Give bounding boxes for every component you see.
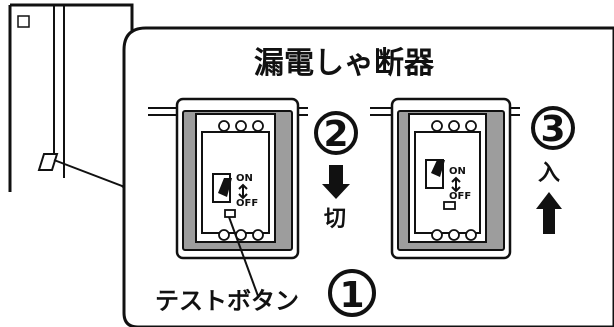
right-top-screw-1-icon (431, 120, 443, 132)
right-top-screw-3-icon (465, 120, 477, 132)
left-top-screw-1-icon (218, 120, 230, 132)
breaker-title: 漏電しゃ断器 (254, 46, 435, 81)
step-3-number: 3 (540, 109, 565, 150)
cabinet-top-edge (10, 3, 134, 32)
right-onoff-up-arrow-icon (451, 176, 461, 183)
step-2-marker (314, 111, 358, 155)
cabinet-outline (8, 3, 191, 251)
cabinet-small-square-icon (17, 15, 30, 28)
left-bottom-screw-3-icon (252, 229, 264, 241)
right-breaker-panel (414, 131, 481, 234)
left-top-screw-2-icon (235, 120, 247, 132)
step-2-number: 2 (323, 114, 348, 155)
right-top-screw-2-icon (448, 120, 460, 132)
right-test-button[interactable] (443, 201, 456, 210)
step-2-down-arrow-icon (322, 165, 350, 199)
right-switch-lever (431, 160, 445, 177)
left-switch-lever (218, 178, 232, 197)
left-onoff-up-arrow-icon (238, 183, 248, 190)
right-onoff-down-arrow-icon (451, 186, 461, 193)
left-breaker-unit: ON OFF (148, 97, 308, 297)
enter-label: 入 (538, 161, 560, 186)
cabinet-small-breaker-icon (37, 153, 59, 171)
step-1-number: 1 (339, 275, 364, 316)
step-3-up-arrow-icon (536, 192, 562, 234)
right-bottom-screw-2-icon (448, 229, 460, 241)
left-bottom-screw-1-icon (218, 229, 230, 241)
left-test-button[interactable] (224, 209, 236, 218)
step-3-marker (531, 106, 575, 150)
left-top-screw-3-icon (252, 120, 264, 132)
right-breaker-unit: ON OFF (370, 97, 520, 260)
left-on-label: ON (236, 173, 253, 184)
right-on-label: ON (449, 166, 466, 177)
right-bottom-screw-1-icon (431, 229, 443, 241)
test-button-label: テストボタン (155, 287, 299, 315)
cut-label: 切 (324, 207, 346, 232)
right-bottom-screw-3-icon (465, 229, 477, 241)
left-onoff-down-arrow-icon (238, 193, 248, 200)
step-1-marker (328, 269, 376, 317)
left-off-label: OFF (236, 198, 258, 209)
test-button-leader-line (228, 216, 259, 297)
right-off-label: OFF (449, 191, 471, 202)
